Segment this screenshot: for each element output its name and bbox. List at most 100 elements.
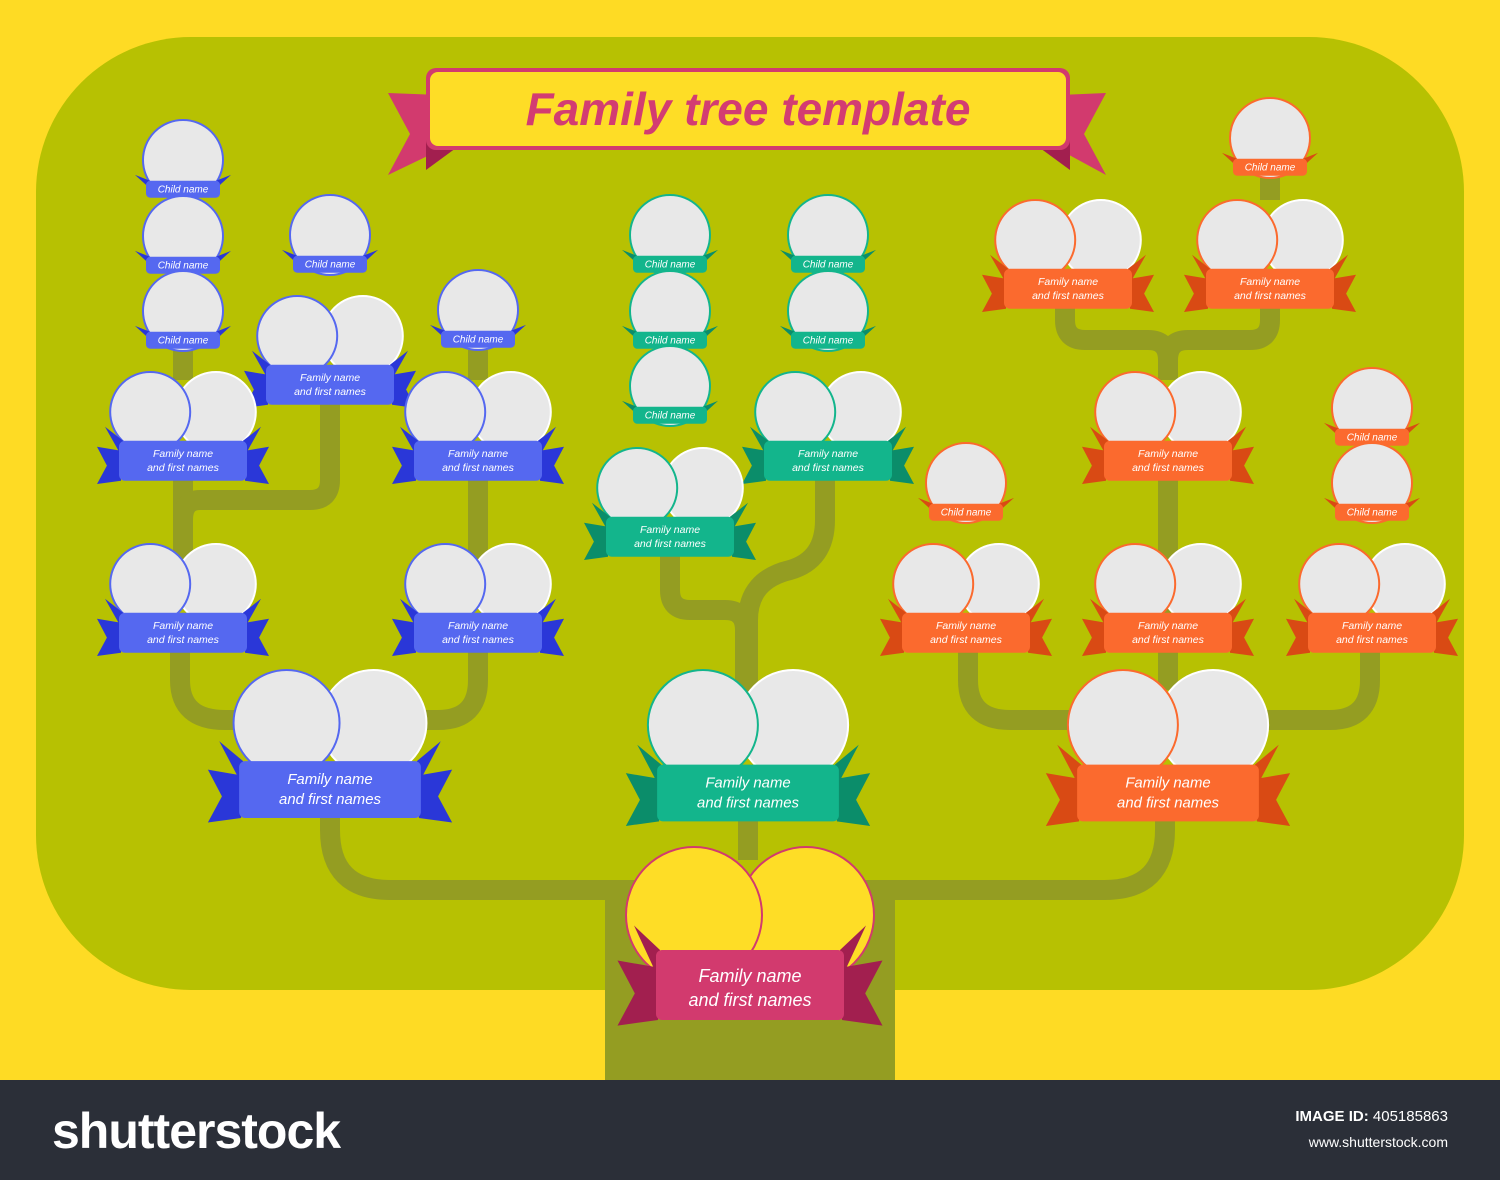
ribbon-fold-left — [888, 598, 906, 631]
ribbon-fold-right — [538, 426, 556, 459]
image-id-label: IMAGE ID: — [1295, 1108, 1369, 1125]
ribbon-fold-left — [1090, 598, 1108, 631]
family-name-label: Family name — [1342, 620, 1402, 632]
child-name-label: Child name — [645, 336, 696, 347]
ribbon-fold-right — [216, 325, 231, 340]
ribbon-tail-right — [890, 446, 914, 484]
title-tail-right — [1060, 93, 1106, 175]
branch-line — [1260, 640, 1380, 730]
child-node: Child name — [282, 194, 378, 276]
ribbon-band — [1104, 440, 1232, 481]
diagram-title: Family tree template — [526, 83, 971, 135]
ribbon-fold-right — [390, 350, 408, 383]
ribbon-fold-right — [861, 249, 876, 264]
photo-circle — [404, 543, 487, 625]
ribbon-fold-left — [1090, 426, 1108, 459]
branch-line — [1055, 290, 1280, 380]
ribbon-band — [293, 255, 367, 273]
photo-circle — [1196, 199, 1279, 281]
photo-circle — [1066, 669, 1179, 781]
couple-node: Family name and first names — [880, 543, 1052, 656]
photo-circle — [925, 442, 1007, 524]
ribbon-band — [633, 331, 707, 349]
ribbon-tail-left — [1082, 618, 1106, 656]
ribbon-fold-left — [622, 325, 637, 340]
ribbon-fold-left — [282, 249, 297, 264]
ribbon-fold-right — [538, 598, 556, 631]
ribbon-tail-right — [1434, 618, 1458, 656]
ribbon-fold-left — [592, 502, 610, 535]
ribbon-fold-left — [637, 744, 662, 791]
photo-circle — [1229, 97, 1311, 179]
ribbon-band — [657, 764, 839, 822]
ribbon-fold-left — [990, 254, 1008, 287]
family-name-label: Family name — [300, 372, 360, 384]
ribbon-fold-right — [840, 925, 866, 982]
branch-line — [173, 390, 340, 521]
branch-line — [170, 640, 260, 730]
child-name-label: Child name — [645, 411, 696, 422]
ribbon-tail-right — [1332, 274, 1356, 312]
first-names-label: and first names — [792, 462, 865, 474]
ribbon-tail-left — [1184, 274, 1208, 312]
ribbon-band — [146, 180, 220, 198]
footer-bar: shutterstock IMAGE ID: 405185863 www.shu… — [0, 1080, 1500, 1180]
child-node: Child name — [135, 270, 231, 352]
ribbon-fold-left — [135, 174, 150, 189]
ribbon-fold-left — [1057, 744, 1082, 791]
ribbon-band — [633, 255, 707, 273]
photo-circle — [437, 269, 519, 351]
ribbon-fold-left — [1222, 152, 1237, 167]
ribbon-tail-left — [880, 618, 904, 656]
ribbon-band — [1335, 503, 1409, 521]
ribbon-fold-right — [888, 426, 906, 459]
ribbon-band — [441, 330, 515, 348]
ribbon-band — [414, 612, 542, 653]
branch-line — [958, 640, 1080, 730]
family-name-label: Family name — [936, 620, 996, 632]
child-name-label: Child name — [645, 260, 696, 271]
ribbon-fold-left — [750, 426, 768, 459]
photo-circle — [629, 345, 711, 427]
child-node: Child name — [135, 119, 231, 201]
ribbon-fold-right — [1432, 598, 1450, 631]
image-id: IMAGE ID: 405185863 — [1295, 1108, 1448, 1125]
ribbon-tail-left — [1082, 446, 1106, 484]
family-name-label: Family name — [448, 620, 508, 632]
root-first-names-label: and first names — [688, 990, 811, 1010]
ribbon-band — [1233, 158, 1307, 176]
family-name-label: Family name — [287, 772, 372, 788]
ribbon-fold-right — [999, 497, 1014, 512]
ribbon-tail-right — [540, 618, 564, 656]
first-names-label: and first names — [147, 634, 220, 646]
ribbon-tail-right — [1130, 274, 1154, 312]
ribbon-tail-left — [97, 446, 121, 484]
family-name-label: Family name — [153, 448, 213, 460]
first-names-label: and first names — [930, 634, 1003, 646]
family-name-label: Family name — [153, 620, 213, 632]
ribbon-band — [239, 761, 421, 818]
photo-circle — [1331, 442, 1413, 524]
title-banner: Family tree template — [388, 68, 1106, 175]
ribbon-tail-right — [1028, 618, 1052, 656]
website-url: www.shutterstock.com — [1308, 1134, 1448, 1150]
child-name-label: Child name — [1347, 433, 1398, 444]
child-name-label: Child name — [941, 508, 992, 519]
first-names-label: and first names — [1132, 634, 1205, 646]
photo-circle — [109, 371, 192, 453]
child-name-label: Child name — [803, 336, 854, 347]
family-name-label: Family name — [1125, 775, 1210, 791]
ribbon-fold-right — [363, 249, 378, 264]
photo-circle — [646, 669, 759, 781]
branch-line — [320, 800, 640, 900]
root-family-name-label: Family name — [698, 966, 801, 986]
ribbon-fold-right — [834, 744, 859, 791]
child-name-label: Child name — [158, 261, 209, 272]
ribbon-tail-right — [540, 446, 564, 484]
